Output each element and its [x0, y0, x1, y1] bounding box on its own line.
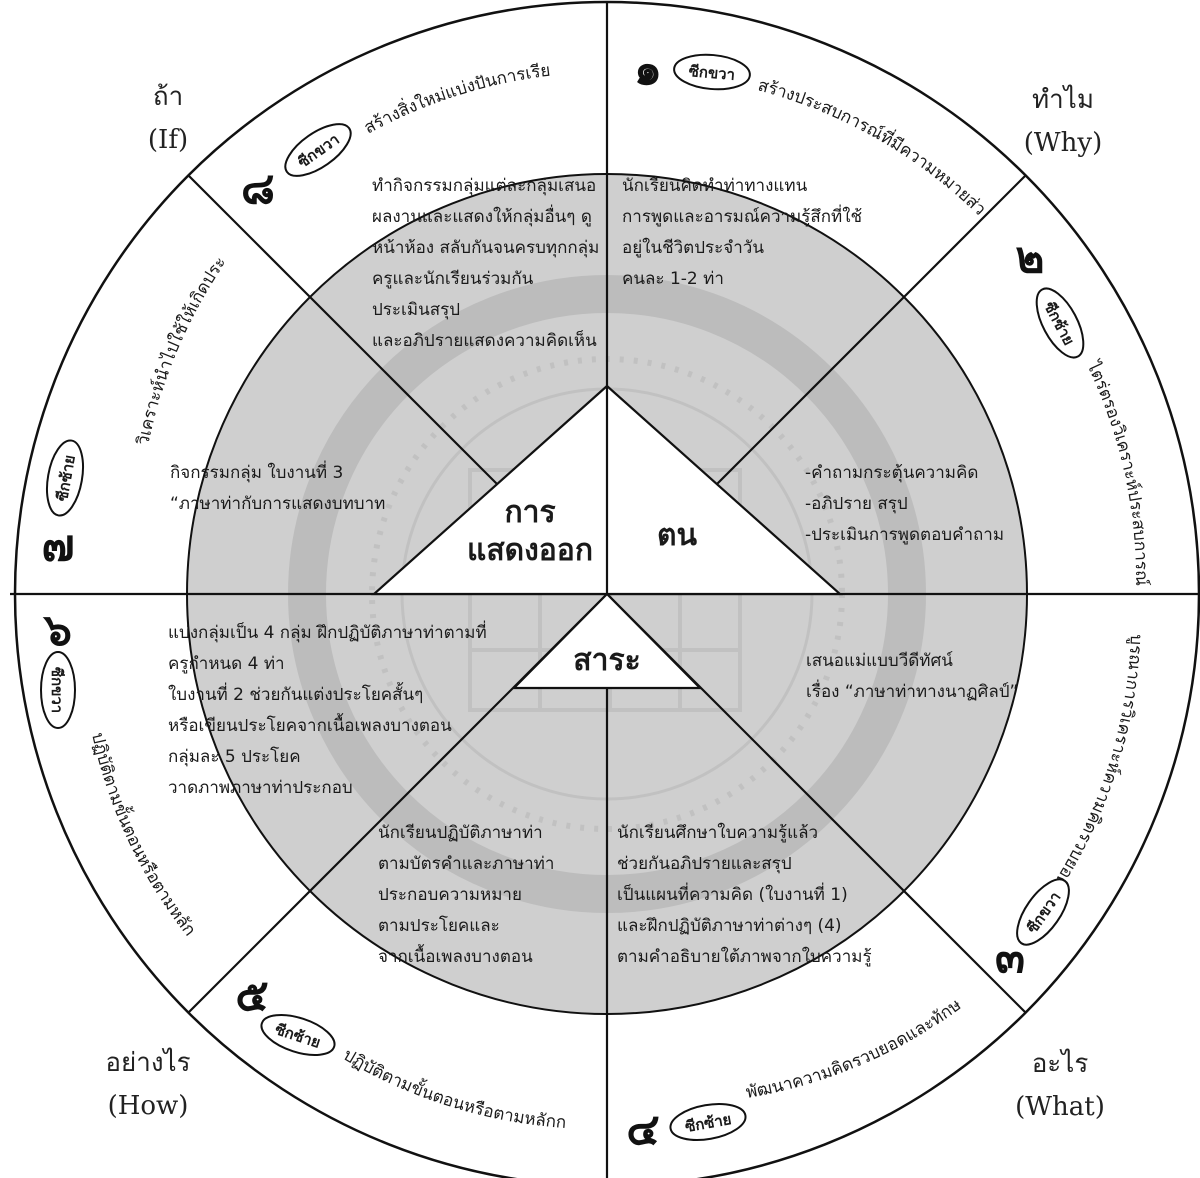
step-1-body: นักเรียนคิดทำท่าทางแทน การพูดและอารมณ์คว… [622, 176, 862, 289]
step-6-line: ครูกำหนด 4 ท่า [168, 654, 285, 674]
step-6-badge: ซีกขวา [48, 667, 66, 713]
step-3-line: เสนอแม่แบบวีดีทัศน์ [806, 651, 953, 671]
corner-why-thai: ทำไม [1032, 84, 1094, 115]
corner-how-en: (How) [108, 1091, 189, 1121]
step-1-marker: ๑ ซีกขวา [634, 44, 751, 95]
step-7-number: ๗ [41, 520, 74, 571]
corner-if-thai: ถ้า [153, 82, 183, 112]
center-triangle-bottom [511, 592, 703, 690]
step-7-line: “ภาษาท่ากับการแสดงบทบาท [170, 494, 385, 514]
step-6-line: ใบงานที่ 2 ช่วยกันแต่งประโยคสั้นๆ [168, 682, 423, 705]
step-6-line: หรือเขียนประโยคจากเนื้อเพลงบางตอน [168, 713, 452, 736]
step-5-badge-oval [260, 1014, 336, 1056]
step-4-line: เป็นแผนที่ความคิด (ใบงานที่ 1) [617, 882, 848, 905]
corner-what-en: (What) [1015, 1092, 1105, 1122]
center-label-expression-2: แสดงออก [467, 533, 593, 568]
step-8-body: ทำกิจกรรมกลุ่มแต่ละกลุ่มเสนอ ผลงานและแสด… [372, 176, 599, 351]
step-1-badge-oval [673, 53, 751, 91]
step-8-line: ทำกิจกรรมกลุ่มแต่ละกลุ่มเสนอ [372, 176, 596, 196]
step-7-line: กิจกรรมกลุ่ม ใบงานที่ 3 [170, 460, 343, 483]
step-5-number: ๕ [235, 970, 268, 1021]
step-5-line: นักเรียนปฏิบัติภาษาท่า [378, 823, 543, 843]
step-6-line: กลุ่มละ 5 ประโยค [168, 746, 301, 767]
step-7-marker: ซีกซ้าย ๗ [41, 439, 84, 571]
step-1-number: ๑ [634, 44, 662, 95]
step-3-line: เรื่อง “ภาษาท่าทางนาฏศิลป์” [806, 679, 1018, 702]
step-3-badge-oval [1016, 878, 1070, 946]
corner-why-en: (Why) [1024, 128, 1102, 158]
step-5-marker: ๕ ซีกซ้าย [235, 970, 336, 1056]
step-2-body: -คำถามกระตุ้นความคิด -อภิปราย สรุป -ประเ… [805, 463, 1004, 545]
step-5-line: ตามบัตรคำและภาษาท่า [378, 854, 554, 874]
step-2-number: ๒ [1015, 232, 1044, 283]
center-label-self: ตน [657, 518, 697, 553]
step-8-line: ครูและนักเรียนร่วมกัน [372, 269, 534, 289]
step-3-body: เสนอแม่แบบวีดีทัศน์ เรื่อง “ภาษาท่าทางนา… [806, 651, 1018, 702]
corner-what-thai: อะไร [1032, 1048, 1089, 1079]
step-1-line: นักเรียนคิดทำท่าทางแทน [622, 176, 808, 196]
step-4-body: นักเรียนศึกษาใบความรู้แล้ว ช่วยกันอภิปรา… [617, 822, 872, 967]
step-5-line: จากเนื้อเพลงบางตอน [378, 944, 533, 967]
step-8-line: ประเมินสรุป [372, 300, 460, 320]
step-2-line: -อภิปราย สรุป [805, 494, 908, 514]
corner-if-en: (If) [148, 125, 188, 155]
step-5-body: นักเรียนปฏิบัติภาษาท่า ตามบัตรคำและภาษาท… [378, 823, 554, 967]
step-5-line: ประกอบความหมาย [378, 885, 522, 905]
step-4-line: ช่วยกันอภิปรายและสรุป [617, 854, 792, 874]
step-8-line: และอภิปรายแสดงความคิดเห็น [372, 329, 597, 351]
step-5-line: ตามประโยคและ [378, 915, 500, 936]
step-4-number: ๔ [626, 1104, 659, 1155]
step-4-badge-oval [669, 1103, 747, 1141]
step-8-badge-oval [284, 123, 352, 177]
step-3-marker: ซีกขวา ๓ [995, 878, 1070, 983]
step-6-line: วาดภาพภาษาท่าประกอบ [168, 778, 353, 798]
step-1-line: คนละ 1-2 ท่า [622, 269, 724, 289]
center-label-expression-1: การ [504, 495, 555, 530]
step-6-body: แบ่งกลุ่มเป็น 4 กลุ่ม ฝึกปฏิบัติภาษาท่าต… [168, 620, 487, 798]
center-label-content: สาระ [573, 643, 640, 678]
step-6-number: ๖ [42, 605, 72, 656]
step-7-body: กิจกรรมกลุ่ม ใบงานที่ 3 “ภาษาท่ากับการแส… [170, 460, 385, 514]
step-1-line: อยู่ในชีวิตประจำวัน [622, 237, 764, 258]
corner-how-thai: อย่างไร [105, 1047, 190, 1078]
step-7-badge-oval [46, 439, 84, 517]
step-1-line: การพูดและอารมณ์ความรู้สึกที่ใช้ [622, 204, 862, 227]
step-3-number: ๓ [995, 932, 1025, 983]
step-4-line: ตามคำอธิบายใต้ภาพจากใบความรู้ [617, 946, 872, 967]
step-2-badge-oval [1035, 287, 1085, 359]
step-8-number: ๘ [241, 163, 275, 214]
step-8-line: หน้าห้อง สลับกันจนครบทุกกลุ่ม [372, 238, 599, 258]
step-2-line: -คำถามกระตุ้นความคิด [805, 463, 978, 483]
step-8-line: ผลงานและแสดงให้กลุ่มอื่นๆ ดู [372, 204, 592, 227]
step-2-line: -ประเมินการพูดตอบคำถาม [805, 525, 1004, 545]
step-1-badge: ซีกขวา [688, 62, 736, 84]
step-4-line: และฝึกปฏิบัติภาษาท่าต่างๆ (4) [617, 916, 842, 936]
step-6-marker: ๖ ซีกขวา [40, 605, 76, 729]
step-4-line: นักเรียนศึกษาใบความรู้แล้ว [617, 822, 818, 843]
step-6-line: แบ่งกลุ่มเป็น 4 กลุ่ม ฝึกปฏิบัติภาษาท่าต… [168, 620, 487, 643]
step-4-marker: ๔ ซีกซ้าย [626, 1103, 747, 1155]
step-6-badge-oval [40, 651, 76, 729]
